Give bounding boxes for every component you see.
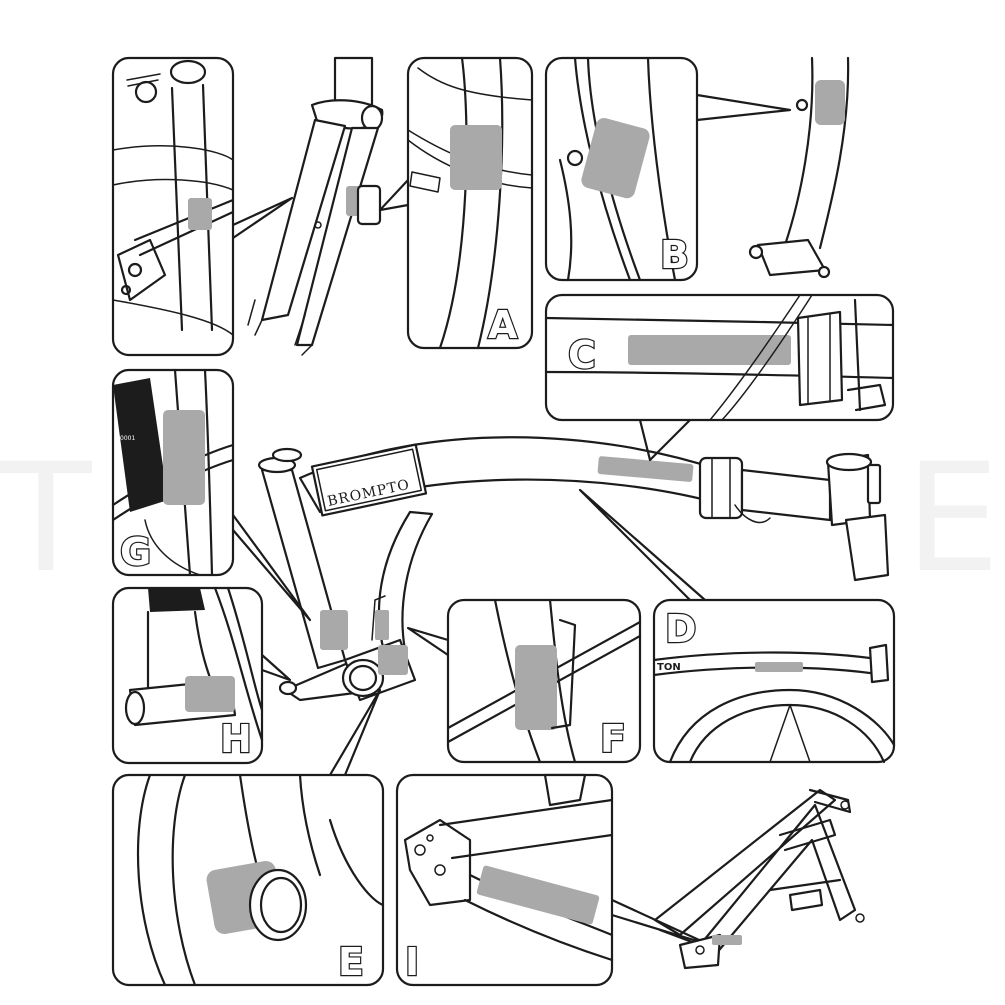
panel-C-label: C <box>568 333 596 377</box>
panel-F: F <box>406 598 642 764</box>
panel-B-label: B <box>660 233 689 277</box>
watermark-right-letter: E <box>905 432 1000 606</box>
panel-D-brand-fragment: TON <box>657 662 681 673</box>
rear-stay-detail <box>748 56 850 279</box>
panel-H: H <box>111 586 292 765</box>
panel-I-label: I <box>405 940 419 984</box>
panel-G: 0001 G <box>111 368 312 622</box>
central-frame: BROMPTO <box>257 436 890 702</box>
panel-F-label: F <box>600 717 626 761</box>
panel-G-label: G <box>120 530 151 574</box>
panel-A: A <box>378 56 534 350</box>
watermark-left-letter: T <box>0 432 93 606</box>
panel-E: E <box>111 688 385 987</box>
panel-C: C <box>544 293 895 462</box>
panel-H-label: H <box>220 717 252 761</box>
svg-text:0001: 0001 <box>120 435 135 442</box>
panel-E-label: E <box>338 940 364 984</box>
front-fork <box>247 56 384 356</box>
panel-I: I <box>395 773 712 987</box>
panel-B: B <box>544 56 792 282</box>
panel-D: TON D <box>578 488 896 764</box>
panel-top-left <box>111 56 294 357</box>
panel-D-label: D <box>665 607 697 651</box>
panel-A-label: A <box>488 303 518 347</box>
folded-rear-frame <box>653 788 865 970</box>
